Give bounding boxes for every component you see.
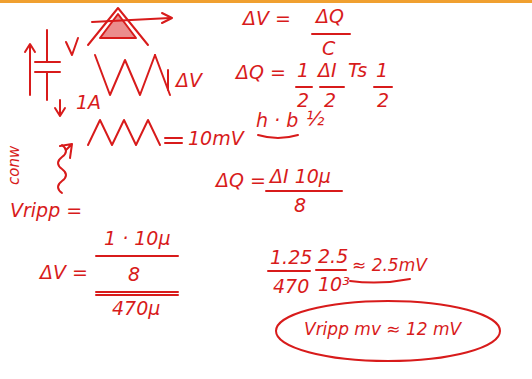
fraction-bar: [96, 294, 178, 296]
handwritten-note: 2: [377, 90, 389, 112]
handwritten-note: C: [322, 38, 335, 60]
handwritten-note: Vripp =: [10, 200, 82, 222]
triangle-sketch: [88, 8, 172, 95]
fraction-bar: [296, 86, 312, 88]
handwritten-note: 8: [128, 264, 140, 286]
handwritten-note: ΔV =: [40, 262, 88, 284]
fraction-bar: [266, 190, 342, 192]
fraction-bar: [320, 86, 344, 88]
handwritten-note: h · b: [256, 110, 298, 132]
handwritten-note: 1 · 10μ: [104, 228, 170, 250]
handwritten-note: 1: [376, 60, 388, 82]
handwritten-note: 2: [324, 90, 336, 112]
capacitor-symbol: [25, 30, 78, 116]
fraction-bar: [96, 291, 178, 293]
handwritten-note: 1A: [76, 92, 101, 114]
handwritten-note: 2.5: [318, 246, 348, 268]
handwritten-note: ΔQ: [316, 6, 344, 28]
fraction-bar: [316, 269, 346, 271]
handwritten-note: Ts: [348, 60, 367, 82]
handwritten-note: 470μ: [112, 298, 160, 320]
handwritten-note: ΔI: [318, 60, 337, 82]
handwritten-note: ≈ 2.5mV: [352, 256, 427, 276]
fraction-bar: [374, 86, 392, 88]
handwritten-note: 10mV: [188, 128, 244, 150]
handwritten-note: 1.25: [270, 247, 312, 269]
handwritten-note: ΔQ =: [236, 62, 286, 84]
handwritten-note: ΔV =: [243, 8, 291, 30]
fraction-bar: [312, 33, 350, 35]
handwritten-note: ΔV: [176, 70, 202, 92]
handwritten-note: conw: [6, 146, 23, 185]
handwritten-note: 10³: [318, 274, 350, 296]
handwritten-note: ½: [306, 108, 324, 130]
fraction-bar: [96, 255, 178, 257]
handwritten-note: ΔQ =: [216, 170, 266, 192]
inductor-squiggle: [58, 145, 66, 193]
handwritten-note: Vripp mv ≈ 12 mV: [304, 320, 461, 340]
circle-mark: [276, 301, 500, 361]
underline: [258, 135, 298, 138]
handwritten-note: 470: [273, 276, 309, 298]
arrow: [60, 144, 72, 158]
underline: [350, 279, 410, 283]
triangle-wave: [88, 120, 182, 145]
handwritten-note: ΔI 10μ: [270, 166, 331, 188]
handwritten-note: 8: [294, 195, 306, 217]
header-bar: [0, 0, 532, 3]
fraction-bar: [268, 270, 310, 272]
handwritten-note: 1: [297, 60, 309, 82]
